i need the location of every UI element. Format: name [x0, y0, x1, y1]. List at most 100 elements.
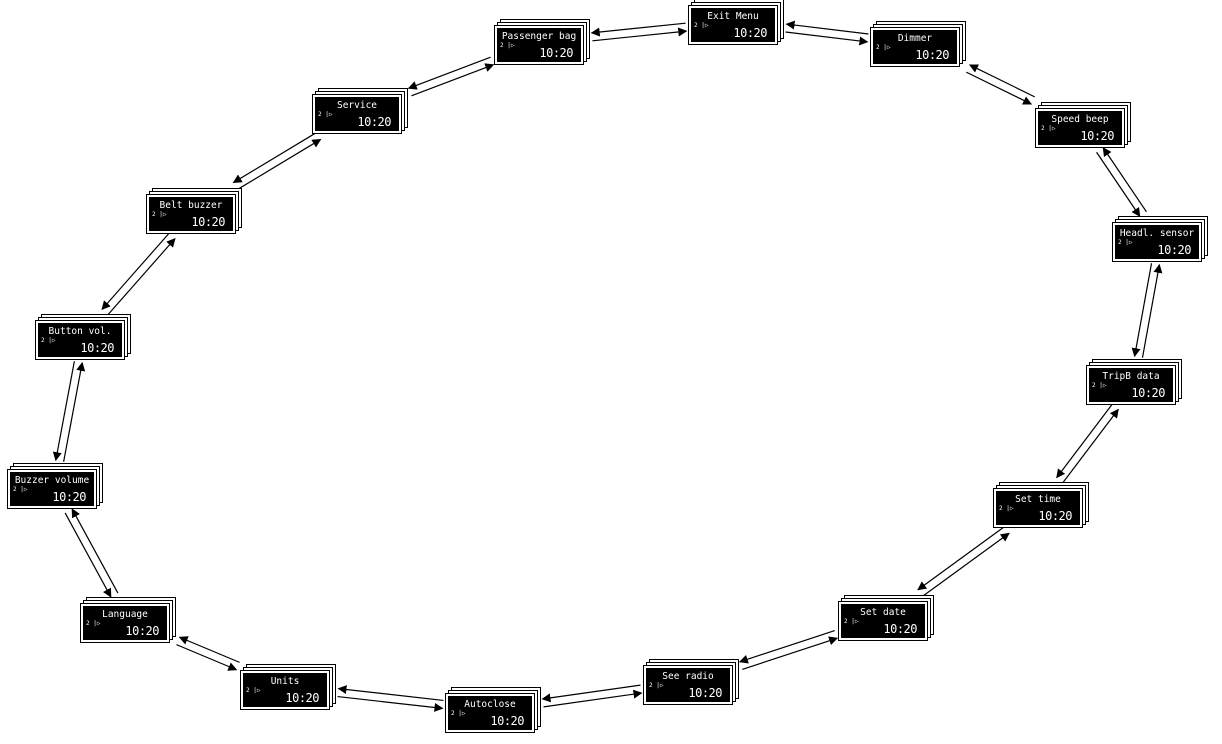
gear-indicator: 2 |▷	[152, 211, 167, 218]
clock-display: 10:20	[733, 26, 767, 40]
clock-display: 10:20	[883, 622, 917, 636]
arrow-forward	[337, 685, 444, 702]
menu-item-label: Passenger bag	[501, 31, 577, 42]
display-screen: Dimmer 2 |▷ 10:20	[870, 27, 960, 67]
gear-indicator: 2 |▷	[451, 710, 466, 717]
arrow-backward	[232, 132, 317, 184]
display-screen: Button vol.2 |▷10:20	[35, 320, 125, 360]
gear-indicator: 2 |▷	[13, 486, 28, 493]
menu-item-label: Language	[102, 609, 148, 620]
clock-display: 10:20	[688, 686, 722, 700]
clock-display: 10:20	[490, 714, 524, 728]
menu-item-label: Belt buzzer	[159, 200, 223, 211]
arrow-forward	[917, 526, 1005, 591]
clock-display: 10:20	[191, 215, 225, 229]
gear-indicator: 2 |▷	[246, 687, 261, 694]
menu-screen-dimmer: Dimmer 2 |▷ 10:20	[870, 21, 966, 67]
arrow-forward	[965, 71, 1033, 105]
menu-item-label: Units	[270, 676, 300, 687]
arrow-backward	[968, 64, 1036, 98]
gear-indicator: 2 |▷	[1092, 382, 1107, 389]
clock-display: 10:20	[52, 490, 86, 504]
clock-display: 10:20	[1080, 129, 1114, 143]
gear-indicator: 2 |▷	[318, 111, 333, 118]
arrow-backward	[543, 689, 643, 708]
gear-indicator: 2 |▷	[649, 682, 664, 689]
arrow-layer	[52, 20, 1163, 712]
arrow-backward	[52, 361, 75, 462]
arrow-backward	[1102, 147, 1147, 213]
menu-screen-button-vol: Button vol.2 |▷10:20	[35, 314, 131, 360]
gear-indicator: 2 |▷	[500, 42, 515, 49]
menu-item-label: Dimmer	[897, 33, 933, 44]
menu-item-label: TripB data	[1102, 371, 1160, 382]
clock-display: 10:20	[285, 691, 319, 705]
arrow-forward	[785, 31, 869, 46]
gear-indicator: 2 |▷	[1041, 125, 1056, 132]
gear-indicator: 2 |▷	[41, 337, 56, 344]
arrow-forward	[71, 508, 119, 594]
clock-display: 10:20	[357, 115, 391, 129]
menu-item-label: Autoclose	[464, 699, 516, 710]
gear-indicator: 2 |▷	[844, 618, 859, 625]
arrow-forward	[1096, 151, 1141, 217]
display-screen: Units 2 |▷ 10:20	[240, 670, 330, 710]
menu-item-label: Buzzer volume	[14, 475, 90, 486]
clock-display: 10:20	[80, 341, 114, 355]
menu-item-label: Speed beep	[1051, 114, 1109, 125]
arrow-forward	[1131, 263, 1153, 358]
arrow-backward	[922, 532, 1010, 597]
arrow-backward	[590, 22, 686, 37]
arrow-backward	[1062, 408, 1119, 483]
menu-item-label: Headl. sensor	[1119, 228, 1195, 239]
arrow-forward	[107, 237, 176, 316]
menu-item-label: See radio	[662, 671, 714, 682]
menu-item-label: Service	[336, 100, 378, 111]
arrow-backward	[176, 644, 238, 671]
arrow-backward	[1141, 263, 1163, 358]
menu-item-label: Exit Menu	[707, 11, 759, 22]
arrow-forward	[592, 27, 688, 42]
arrow-backward	[337, 695, 444, 712]
gear-indicator: 2 |▷	[876, 44, 891, 51]
arrow-forward	[237, 138, 322, 190]
clock-display: 10:20	[1131, 386, 1165, 400]
arrow-backward	[64, 512, 112, 598]
menu-item-label: Set date	[860, 607, 906, 618]
arrow-forward	[411, 63, 495, 97]
gear-indicator: 2 |▷	[999, 505, 1014, 512]
gear-indicator: 2 |▷	[1118, 239, 1133, 246]
arrow-backward	[785, 20, 869, 35]
clock-display: 10:20	[125, 624, 159, 638]
clock-display: 10:20	[915, 48, 949, 62]
arrow-forward	[738, 630, 835, 664]
arrow-forward	[1056, 404, 1113, 479]
arrow-forward	[178, 636, 240, 663]
